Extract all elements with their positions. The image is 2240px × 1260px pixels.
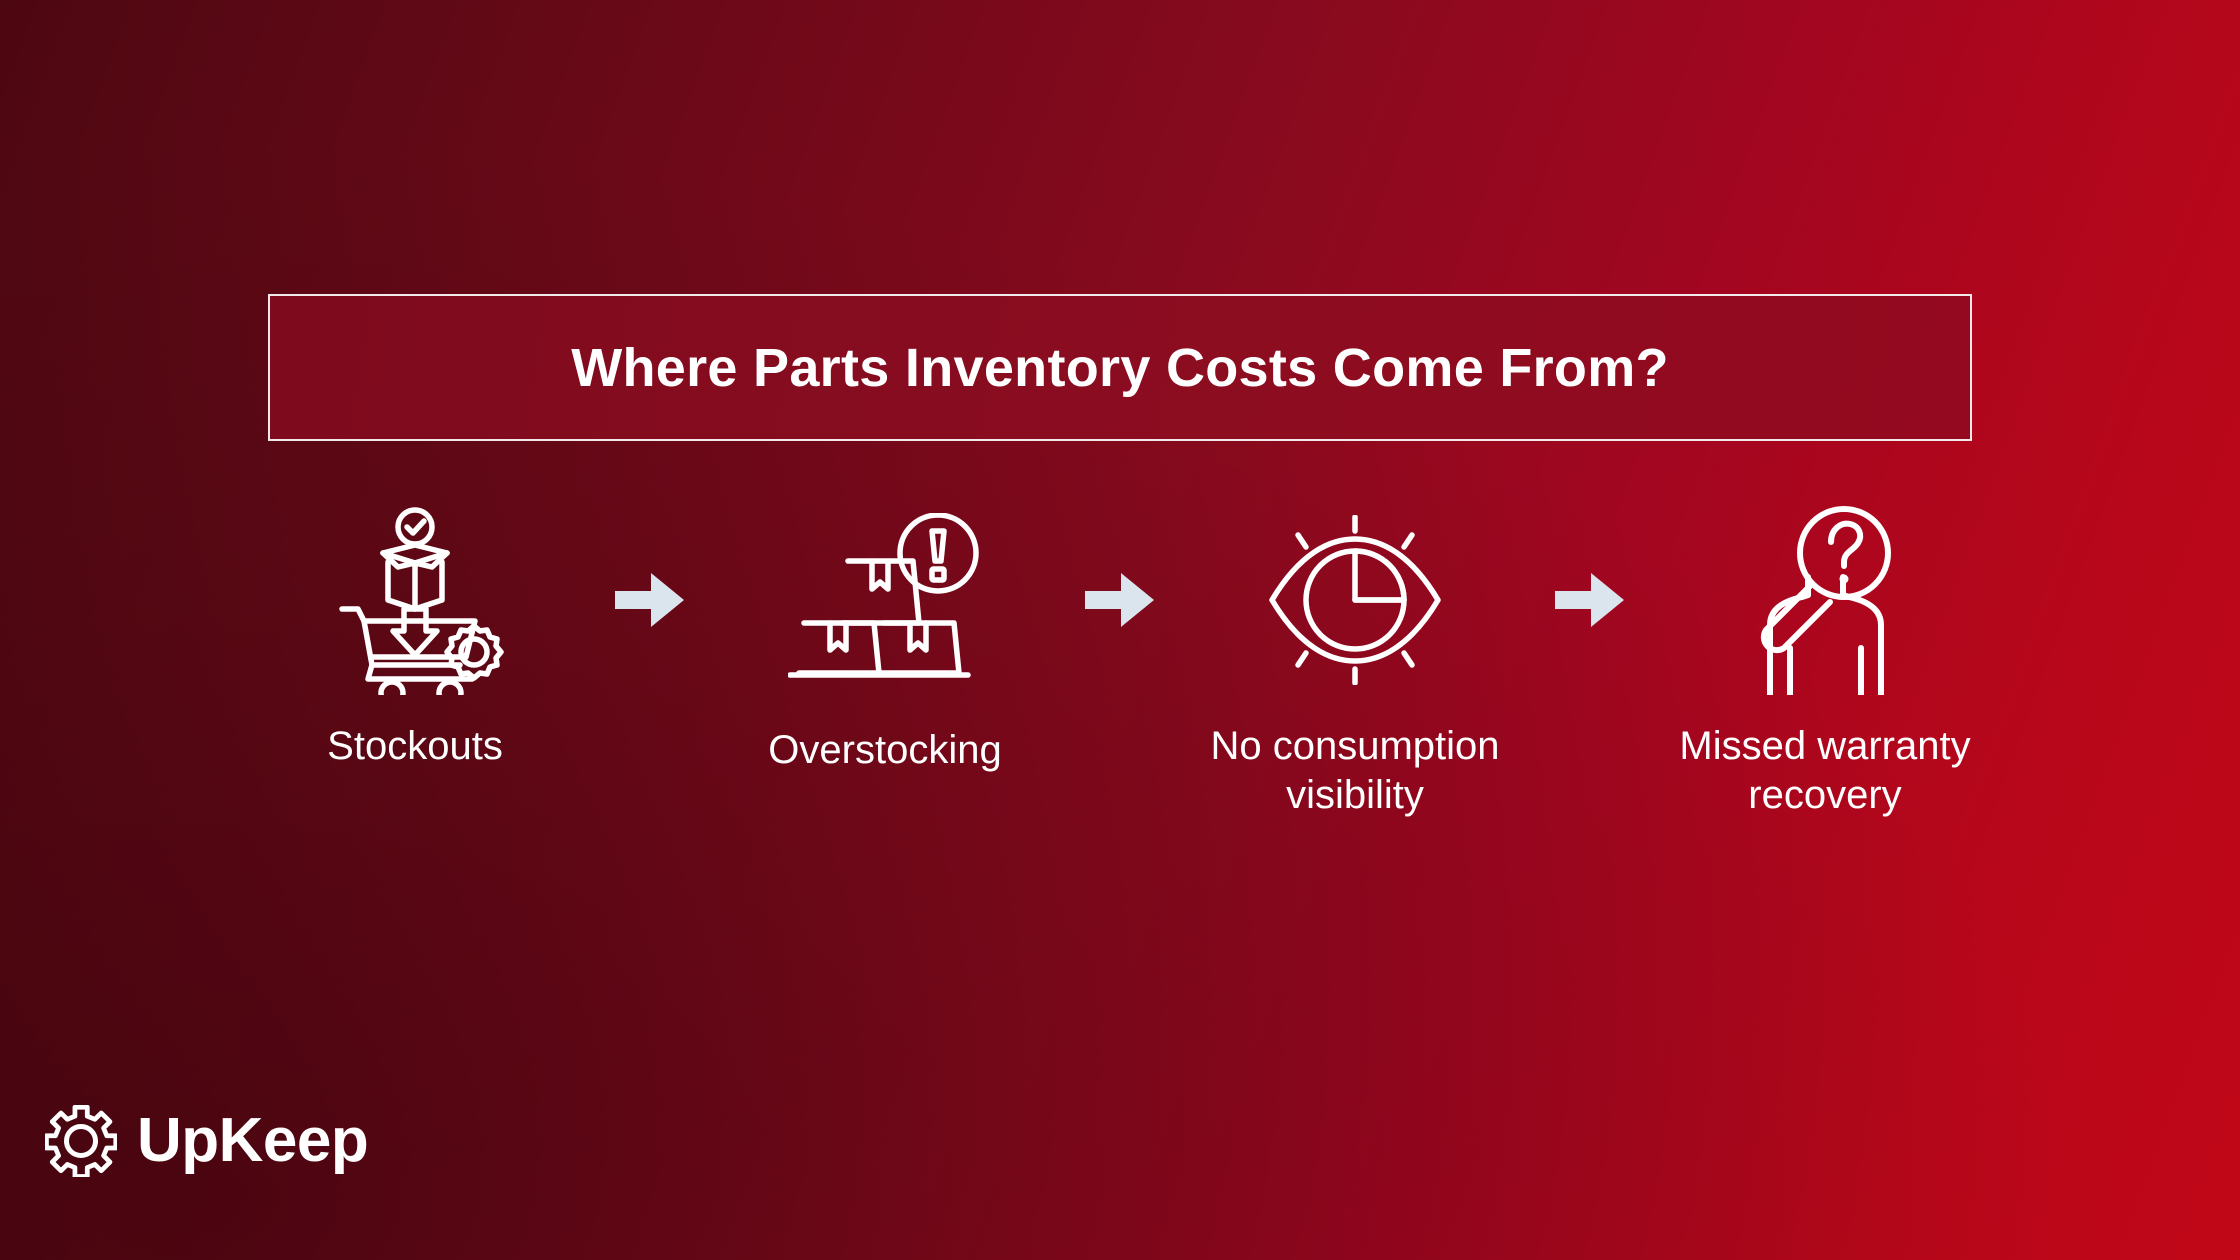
- title-banner: Where Parts Inventory Costs Come From?: [268, 294, 1972, 441]
- flow-step-missed-warranty-recovery: Missed warranty recovery: [1675, 500, 1975, 820]
- icon-container: [787, 500, 983, 700]
- brand-wordmark: UpKeep: [137, 1106, 369, 1175]
- cart-box-check-gear-icon: [339, 507, 504, 695]
- arrow-right-icon: [615, 573, 684, 627]
- stacked-boxes-warning-icon: [787, 512, 979, 678]
- arrow-right-icon: [1085, 573, 1154, 627]
- flow-step-stockouts: Stockouts: [265, 500, 565, 771]
- flow-diagram: Stockouts: [265, 500, 1975, 930]
- flow-step-label: No consumption visibility: [1210, 724, 1500, 817]
- person-magnifier-question-icon: [1760, 506, 1891, 695]
- page-title: Where Parts Inventory Costs Come From?: [571, 337, 1669, 398]
- icon-container: [1260, 500, 1450, 700]
- flow-step-no-consumption-visibility: No consumption visibility: [1205, 500, 1505, 820]
- eye-pie-chart-icon: [1269, 515, 1441, 685]
- icon-container: [1738, 500, 1913, 700]
- flow-connector-1: [590, 500, 710, 700]
- flow-step-label: Overstocking: [768, 728, 1002, 772]
- arrow-right-icon: [1555, 573, 1624, 627]
- flow-connector-3: [1530, 500, 1650, 700]
- flow-step-label: Missed warranty recovery: [1679, 724, 1971, 817]
- flow-step-label: Stockouts: [327, 724, 503, 768]
- brand-logo: UpKeep: [45, 1105, 369, 1177]
- gear-icon: [45, 1105, 117, 1177]
- flow-step-overstocking: Overstocking: [735, 500, 1035, 775]
- flow-connector-2: [1060, 500, 1180, 700]
- icon-container: [320, 500, 510, 700]
